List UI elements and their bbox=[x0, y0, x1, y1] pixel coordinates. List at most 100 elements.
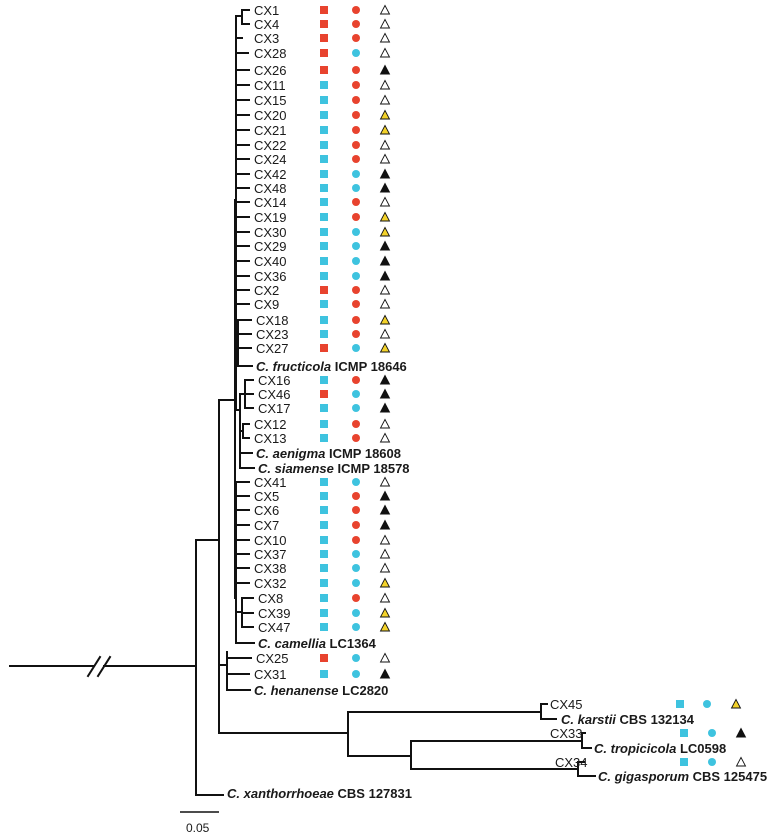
branch-break-mark bbox=[86, 655, 102, 678]
trait-circle bbox=[352, 111, 360, 119]
trait-triangle bbox=[379, 328, 391, 339]
trait-triangle bbox=[379, 418, 391, 429]
trait-square bbox=[320, 213, 328, 221]
trait-triangle bbox=[379, 504, 391, 515]
trait-circle bbox=[352, 66, 360, 74]
trait-square bbox=[320, 434, 328, 442]
isolate-label: CX11 bbox=[254, 78, 286, 93]
trait-circle bbox=[352, 330, 360, 338]
reference-label: C. xanthorrhoeae CBS 127831 bbox=[227, 786, 412, 801]
trait-circle bbox=[352, 126, 360, 134]
trait-triangle bbox=[379, 284, 391, 295]
trait-circle bbox=[352, 654, 360, 662]
trait-triangle bbox=[379, 255, 391, 266]
trait-square bbox=[320, 111, 328, 119]
scale-bar: 0.05 bbox=[180, 811, 219, 835]
trait-triangle bbox=[379, 402, 391, 413]
isolate-label: CX40 bbox=[254, 254, 287, 269]
isolate-label: CX5 bbox=[254, 489, 279, 504]
trait-square bbox=[320, 20, 328, 28]
isolate-label: CX42 bbox=[254, 167, 287, 182]
trait-square bbox=[320, 96, 328, 104]
trait-triangle bbox=[379, 577, 391, 588]
trait-circle bbox=[352, 213, 360, 221]
trait-square bbox=[320, 390, 328, 398]
trait-square bbox=[320, 316, 328, 324]
reference-label: C. aenigma ICMP 18608 bbox=[256, 446, 401, 461]
trait-square bbox=[320, 242, 328, 250]
trait-circle bbox=[352, 20, 360, 28]
trait-circle bbox=[352, 6, 360, 14]
trait-triangle bbox=[379, 342, 391, 353]
trait-square bbox=[320, 170, 328, 178]
trait-triangle bbox=[379, 139, 391, 150]
trait-triangle bbox=[379, 182, 391, 193]
reference-species: C. fructicola bbox=[256, 359, 335, 374]
isolate-label: CX21 bbox=[254, 123, 287, 138]
trait-triangle bbox=[379, 270, 391, 281]
reference-label: C. tropicicola LC0598 bbox=[594, 741, 726, 756]
trait-circle bbox=[352, 550, 360, 558]
isolate-label: CX37 bbox=[254, 547, 287, 562]
isolate-label: CX16 bbox=[258, 373, 291, 388]
reference-species: C. camellia bbox=[258, 636, 330, 651]
trait-triangle bbox=[379, 592, 391, 603]
isolate-label: CX25 bbox=[256, 651, 289, 666]
trait-triangle bbox=[379, 388, 391, 399]
trait-circle bbox=[352, 257, 360, 265]
trait-square bbox=[320, 257, 328, 265]
trait-triangle bbox=[379, 4, 391, 15]
trait-square bbox=[680, 729, 688, 737]
reference-strain: CBS 125475 bbox=[693, 769, 767, 784]
trait-circle bbox=[352, 49, 360, 57]
trait-square bbox=[320, 155, 328, 163]
isolate-label: CX39 bbox=[258, 606, 291, 621]
trait-circle bbox=[352, 670, 360, 678]
isolate-label: CX28 bbox=[254, 46, 287, 61]
reference-strain: CBS 132134 bbox=[620, 712, 695, 727]
trait-triangle bbox=[379, 490, 391, 501]
trait-square bbox=[320, 228, 328, 236]
trait-triangle bbox=[379, 314, 391, 325]
trait-circle bbox=[708, 729, 716, 737]
trait-circle bbox=[352, 228, 360, 236]
trait-triangle bbox=[379, 124, 391, 135]
trait-triangle bbox=[379, 153, 391, 164]
trait-circle bbox=[352, 564, 360, 572]
reference-label: C. karstii CBS 132134 bbox=[561, 712, 695, 727]
tree-branches bbox=[9, 9, 596, 796]
tip-labels: CX1CX4CX3CX28CX26CX11CX15CX20CX21CX22CX2… bbox=[227, 3, 767, 801]
trait-circle bbox=[352, 286, 360, 294]
trait-square bbox=[320, 6, 328, 14]
isolate-label: CX47 bbox=[258, 620, 291, 635]
reference-strain: LC2820 bbox=[342, 683, 388, 698]
trait-square bbox=[320, 404, 328, 412]
trait-circle bbox=[352, 390, 360, 398]
trait-circle bbox=[352, 434, 360, 442]
isolate-label: CX12 bbox=[254, 417, 287, 432]
trait-square bbox=[320, 81, 328, 89]
isolate-label: CX18 bbox=[256, 313, 289, 328]
trait-triangle bbox=[730, 698, 742, 709]
isolate-label: CX31 bbox=[254, 667, 287, 682]
isolate-label: CX2 bbox=[254, 283, 279, 298]
trait-circle bbox=[352, 155, 360, 163]
trait-triangle bbox=[379, 168, 391, 179]
trait-circle bbox=[352, 242, 360, 250]
trait-circle bbox=[352, 34, 360, 42]
isolate-label: CX32 bbox=[254, 576, 287, 591]
trait-triangle bbox=[379, 79, 391, 90]
trait-square bbox=[320, 654, 328, 662]
trait-triangle bbox=[379, 621, 391, 632]
trait-square bbox=[680, 758, 688, 766]
trait-circle bbox=[352, 623, 360, 631]
trait-square bbox=[320, 594, 328, 602]
trait-square bbox=[320, 141, 328, 149]
trait-square bbox=[320, 536, 328, 544]
trait-square bbox=[320, 184, 328, 192]
trait-triangle bbox=[379, 196, 391, 207]
trait-triangle bbox=[379, 298, 391, 309]
trait-square bbox=[320, 66, 328, 74]
trait-circle bbox=[352, 272, 360, 280]
isolate-label: CX46 bbox=[258, 387, 291, 402]
